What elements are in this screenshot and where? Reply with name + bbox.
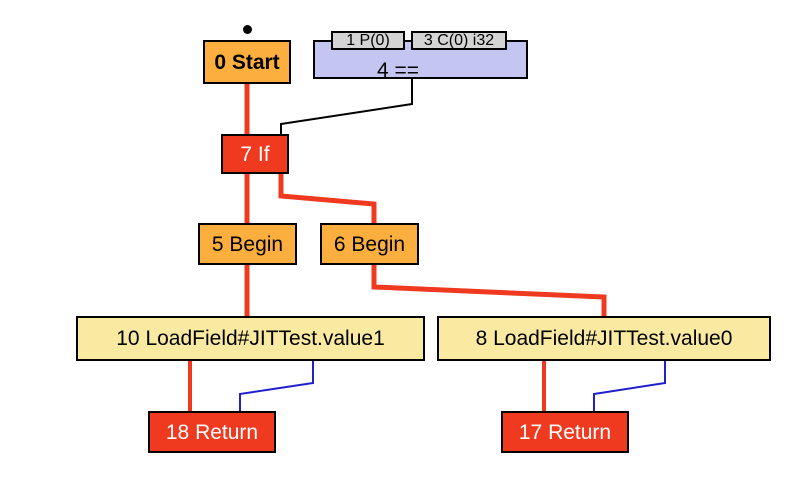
node-5-begin[interactable]: 5 Begin xyxy=(198,223,297,265)
edge-load8-data-to-return17 xyxy=(593,360,666,412)
node-7-if-label: 7 If xyxy=(240,142,270,166)
node-18-return-label: 18 Return xyxy=(165,420,259,444)
port-3-c0-i32-label: 3 C(0) i32 xyxy=(423,31,495,49)
node-18-return[interactable]: 18 Return xyxy=(148,411,276,453)
node-4-compare-label: 4 == xyxy=(377,59,420,82)
node-6-begin-label: 6 Begin xyxy=(333,232,406,256)
port-3-c0-i32[interactable]: 3 C(0) i32 xyxy=(411,31,507,50)
node-6-begin[interactable]: 6 Begin xyxy=(320,223,419,265)
edge-begin6-to-load8 xyxy=(371,264,607,317)
node-7-if[interactable]: 7 If xyxy=(221,134,289,174)
node-5-begin-label: 5 Begin xyxy=(211,232,284,256)
node-8-loadfield-label: 8 LoadField#JITTest.value0 xyxy=(475,327,733,350)
start-anchor-dot xyxy=(243,25,252,34)
port-1-p0[interactable]: 1 P(0) xyxy=(331,31,405,50)
node-8-loadfield[interactable]: 8 LoadField#JITTest.value0 xyxy=(437,316,771,361)
edge-load10-data-to-return18 xyxy=(239,360,314,412)
node-17-return[interactable]: 17 Return xyxy=(501,411,629,453)
node-0-start[interactable]: 0 Start xyxy=(203,40,291,84)
port-1-p0-label: 1 P(0) xyxy=(346,31,390,49)
node-10-loadfield[interactable]: 10 LoadField#JITTest.value1 xyxy=(76,316,425,361)
node-17-return-label: 17 Return xyxy=(518,420,612,444)
edge-if-to-begin6 xyxy=(278,172,377,224)
node-0-start-label: 0 Start xyxy=(214,50,280,74)
edge-compare-to-if xyxy=(280,79,413,135)
node-10-loadfield-label: 10 LoadField#JITTest.value1 xyxy=(116,327,385,350)
